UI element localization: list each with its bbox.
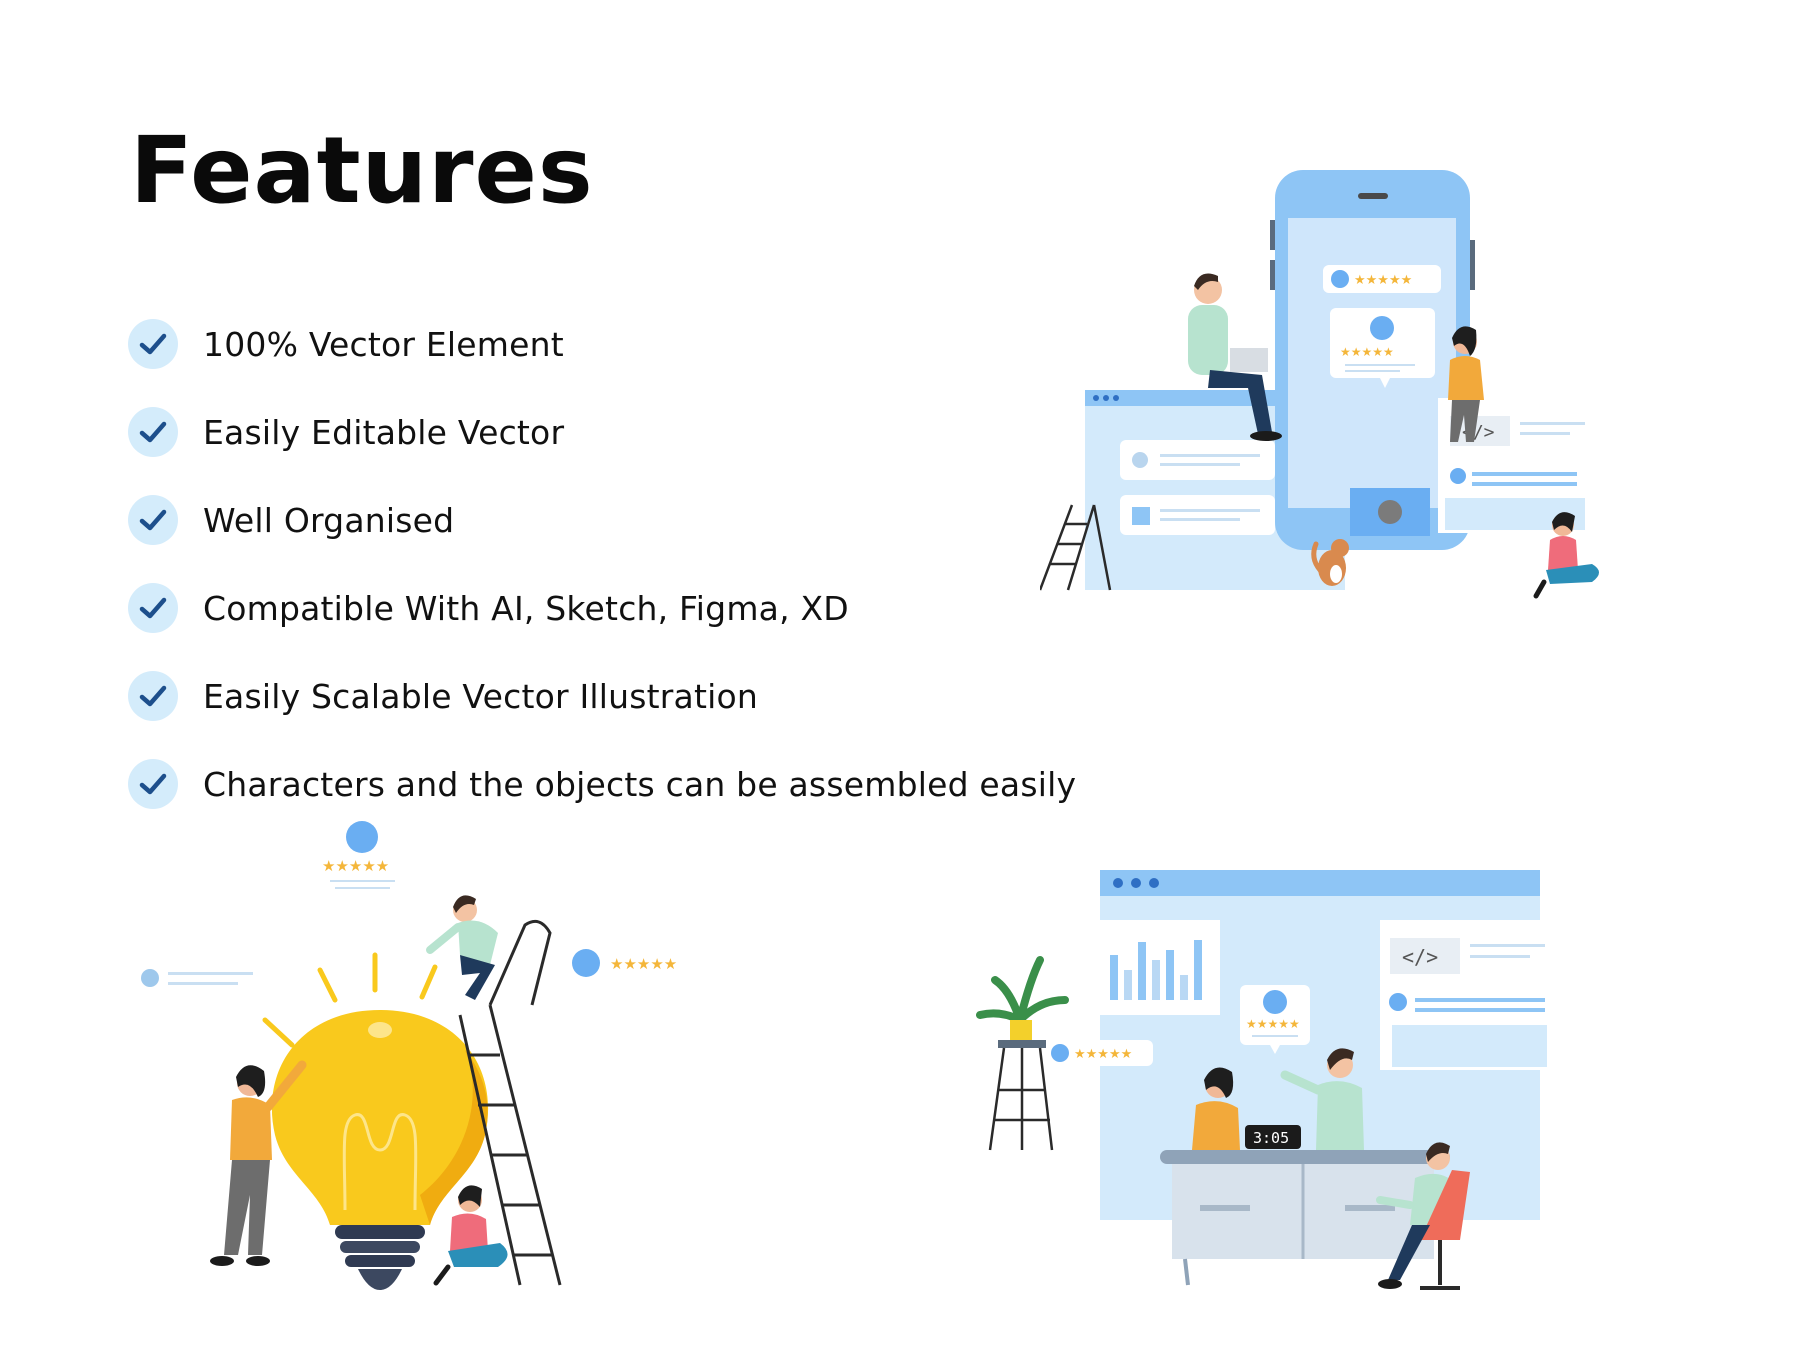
svg-text:★★★★★: ★★★★★ <box>610 955 677 973</box>
svg-text:★★★★★: ★★★★★ <box>322 857 389 875</box>
page-title: Features <box>130 117 594 224</box>
svg-text:</>: </> <box>1402 945 1438 969</box>
feature-label: Easily Editable Vector <box>203 412 565 452</box>
feature-label: Compatible With AI, Sketch, Figma, XD <box>203 588 849 628</box>
svg-text:★★★★★: ★★★★★ <box>1246 1017 1300 1031</box>
check-icon <box>128 583 178 633</box>
feature-item: 100% Vector Element <box>128 300 1008 388</box>
lightbulb-illustration: ★★★★★ ★★★★★ <box>141 821 677 1290</box>
check-icon <box>128 671 178 721</box>
svg-text:★★★★★: ★★★★★ <box>1354 273 1412 288</box>
feature-item: Easily Editable Vector <box>128 388 1008 476</box>
meeting-clock-text: 3:05 <box>1253 1129 1289 1147</box>
mobile-app-illustration: ★★★★★ ★★★★★ </> <box>1040 170 1599 599</box>
check-icon <box>128 319 178 369</box>
feature-label: Characters and the objects can be assemb… <box>203 764 1077 804</box>
svg-text:★★★★★: ★★★★★ <box>1340 345 1394 359</box>
feature-label: Well Organised <box>203 500 455 540</box>
feature-item: Characters and the objects can be assemb… <box>128 740 1076 828</box>
feature-item: Well Organised <box>128 476 1008 564</box>
check-icon <box>128 759 178 809</box>
feature-item: Compatible With AI, Sketch, Figma, XD <box>128 564 1008 652</box>
feature-item: Easily Scalable Vector Illustration <box>128 652 1008 740</box>
feature-label: 100% Vector Element <box>203 324 564 364</box>
feature-list: 100% Vector Element Easily Editable Vect… <box>128 300 1076 828</box>
meeting-illustration: ★★★★★ ★★★★★ </> 3:05 <box>976 870 1550 1290</box>
check-icon <box>128 407 178 457</box>
check-icon <box>128 495 178 545</box>
feature-label: Easily Scalable Vector Illustration <box>203 676 758 716</box>
svg-text:★★★★★: ★★★★★ <box>1074 1047 1132 1062</box>
